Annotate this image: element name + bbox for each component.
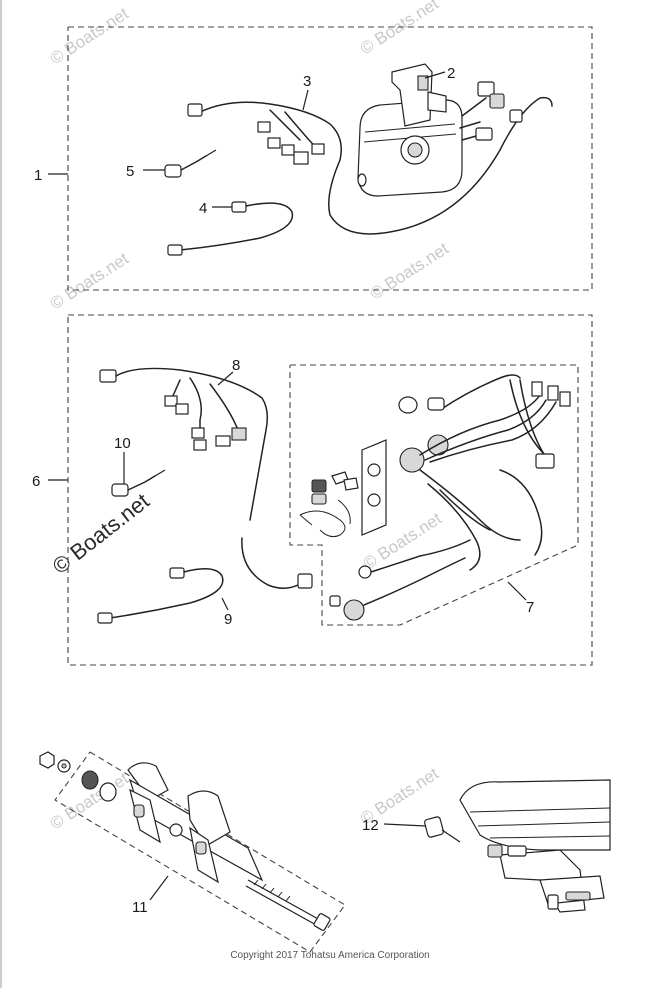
callout-7: 7: [526, 599, 534, 616]
callout-3: 3: [303, 73, 311, 90]
group-11-border: [54, 751, 346, 953]
callout-9-leader: [221, 597, 229, 611]
watermark-4: © Boats.net: [367, 239, 452, 304]
remote-control-body: [357, 63, 463, 197]
group-6-harness-box: 6 8 10: [32, 314, 593, 666]
group-7-border: [289, 364, 579, 626]
callout-5: 5: [126, 163, 134, 180]
group-6-border: [67, 314, 593, 666]
callout-1: 1: [34, 167, 42, 184]
part-9-lead-wire: [97, 567, 224, 624]
part-11-mounting-bracket: [39, 751, 346, 953]
part-7-switch-panel: [299, 374, 571, 621]
callout-11-leader: [149, 875, 169, 901]
callout-6: 6: [32, 473, 40, 490]
harness-3: [187, 81, 553, 235]
watermark-2: © Boats.net: [357, 0, 442, 58]
callout-7-leader: [507, 581, 527, 601]
callout-10: 10: [114, 435, 131, 452]
callout-3-leader: [302, 89, 309, 111]
copyright-text: Copyright 2017 Tohatsu America Corporati…: [230, 950, 429, 961]
engine-bracket-illustration: [459, 779, 611, 913]
callout-8-leader: [217, 371, 234, 386]
watermark-1: © Boats.net: [47, 4, 132, 69]
part-5-connector: [164, 149, 217, 178]
callout-11: 11: [132, 899, 148, 916]
group-1-border: [67, 26, 593, 291]
callout-2-leader: [424, 71, 446, 79]
watermark-dark: © Boats.net: [48, 488, 154, 579]
callout-2: 2: [447, 65, 455, 82]
part-12-plug: [424, 816, 461, 843]
watermark-3: © Boats.net: [47, 249, 132, 314]
callout-12: 12: [362, 817, 379, 834]
callout-12-leader: [383, 823, 427, 827]
callout-8: 8: [232, 357, 240, 374]
harness-8: [99, 367, 313, 589]
callout-4: 4: [199, 200, 207, 217]
part-4-lead-wire: [167, 201, 294, 256]
group-1-remote-control-box: 1 2: [34, 26, 593, 291]
callout-9: 9: [224, 611, 232, 628]
part-10-connector: [111, 469, 166, 497]
